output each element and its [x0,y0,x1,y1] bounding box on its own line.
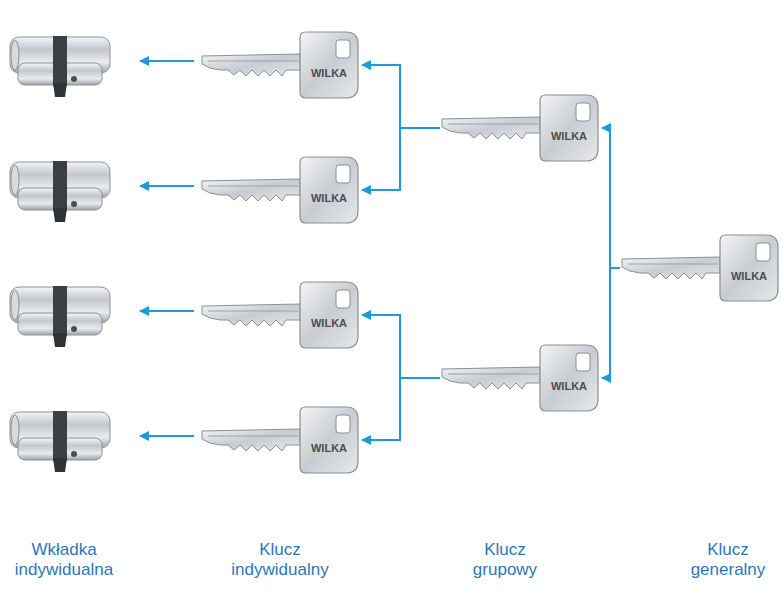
brand-logo: WILKA [301,193,357,204]
key-illustration [200,30,360,100]
key-hierarchy-arrow [602,128,620,268]
key: WILKA [200,280,360,350]
key-illustration [440,93,600,163]
key: WILKA [440,343,600,413]
key-hierarchy-arrow [362,315,440,378]
key: WILKA [200,30,360,100]
column-label: Klucz grupowy [460,540,550,580]
brand-logo: WILKA [301,318,357,329]
brand-logo: WILKA [301,68,357,79]
key-illustration [200,280,360,350]
column-label: Klucz indywidualny [220,540,340,580]
key-hierarchy-arrow [362,128,440,190]
key-illustration [200,405,360,475]
key: WILKA [200,405,360,475]
brand-logo: WILKA [301,443,357,454]
key-hierarchy-arrow [362,378,440,440]
key: WILKA [620,233,780,303]
brand-logo: WILKA [541,381,597,392]
key: WILKA [440,93,600,163]
key-hierarchy-arrow [602,268,620,378]
column-label: Klucz generalny [678,540,778,580]
column-label: Wkładka indywidualna [4,540,124,580]
brand-logo: WILKA [541,131,597,142]
key-hierarchy-arrow [362,65,440,128]
key: WILKA [200,155,360,225]
key-illustration [440,343,600,413]
key-illustration [200,155,360,225]
brand-logo: WILKA [721,271,777,282]
key-illustration [620,233,780,303]
